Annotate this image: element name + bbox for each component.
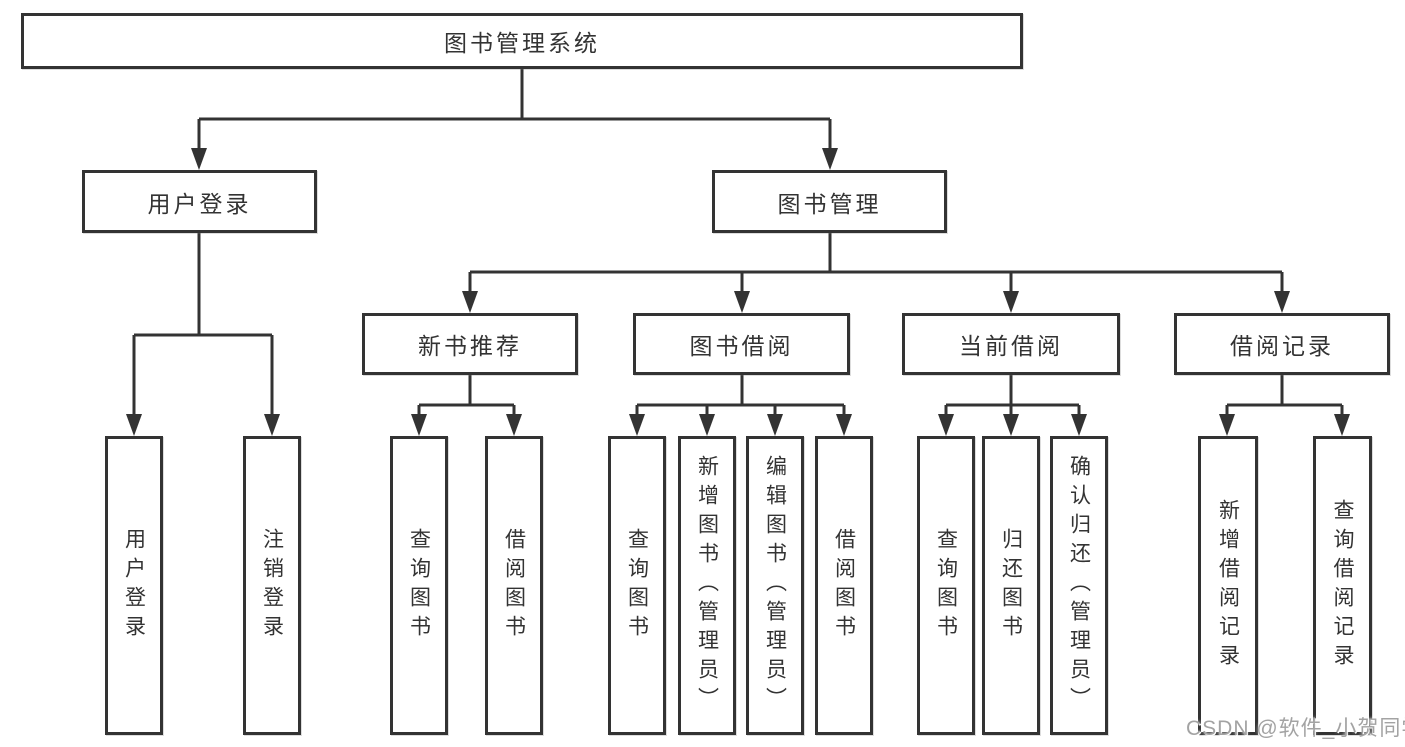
leaf-query-books-borrow-label: 查询图书: [625, 527, 649, 644]
edge-current-borrow-children: [944, 375, 1081, 420]
leaf-add-borrow-record-label: 新增借阅记录: [1216, 498, 1240, 673]
leaf-logout-label: 注销登录: [260, 527, 284, 644]
arrow-leaf-11: [1071, 414, 1087, 436]
leaf-query-books-current-label: 查询图书: [934, 527, 958, 644]
leaf-confirm-return-admin-label: 确认归还（管理员）: [1067, 455, 1091, 716]
leaf-confirm-return-admin: 确认归还（管理员）: [1050, 436, 1108, 735]
arrow-to-current-borrow: [1003, 291, 1019, 313]
node-user-login-label: 用户登录: [147, 190, 252, 217]
leaf-user-login-label: 用户登录: [122, 527, 146, 644]
leaf-borrow-books: 借阅图书: [815, 436, 873, 735]
leaf-borrow-books-label: 借阅图书: [832, 527, 856, 644]
node-library-system: 图书管理系统: [21, 13, 1023, 69]
node-borrow-records: 借阅记录: [1174, 313, 1390, 375]
arrow-leaf-6: [699, 414, 715, 436]
arrow-to-user-login: [191, 148, 207, 170]
leaf-logout: 注销登录: [243, 436, 301, 735]
edge-borrow-records-children: [1225, 375, 1344, 420]
edge-book-mgmt-children: [468, 233, 1284, 295]
node-new-book-recommend-label: 新书推荐: [418, 333, 522, 359]
leaf-add-borrow-record: 新增借阅记录: [1198, 436, 1258, 735]
arrow-leaf-1: [126, 414, 142, 436]
node-book-borrow: 图书借阅: [633, 313, 850, 375]
leaf-borrow-books-recommend: 借阅图书: [485, 436, 543, 735]
arrow-to-borrow-records: [1274, 291, 1290, 313]
leaf-user-login: 用户登录: [105, 436, 163, 735]
node-borrow-records-label: 借阅记录: [1230, 333, 1334, 359]
node-user-login: 用户登录: [82, 170, 317, 233]
node-current-borrow-label: 当前借阅: [959, 333, 1063, 359]
arrow-leaf-3: [411, 414, 427, 436]
arrow-leaf-13: [1334, 414, 1350, 436]
leaf-query-borrow-record: 查询借阅记录: [1313, 436, 1372, 735]
leaf-query-books-current: 查询图书: [917, 436, 975, 735]
arrow-to-new-books: [462, 291, 478, 313]
arrow-leaf-9: [938, 414, 954, 436]
arrow-leaf-2: [264, 414, 280, 436]
leaf-query-books-borrow: 查询图书: [608, 436, 666, 735]
node-new-book-recommend: 新书推荐: [362, 313, 578, 375]
arrow-leaf-4: [506, 414, 522, 436]
edge-book-borrow-children: [635, 375, 846, 420]
edge-root-to-level1: [197, 69, 832, 152]
leaf-query-books-recommend: 查询图书: [390, 436, 448, 735]
leaf-add-books-admin: 新增图书（管理员）: [678, 436, 736, 735]
node-current-borrow: 当前借阅: [902, 313, 1120, 375]
arrow-to-book-borrow: [734, 291, 750, 313]
edge-user-login-children: [132, 233, 274, 420]
csdn-watermark: CSDN @软件_小贺同学: [1186, 717, 1405, 740]
node-book-management: 图书管理: [712, 170, 947, 233]
node-book-management-label: 图书管理: [777, 190, 882, 217]
arrow-leaf-8: [836, 414, 852, 436]
arrow-to-book-mgmt: [822, 148, 838, 170]
edge-new-books-children: [417, 375, 516, 420]
leaf-edit-books-admin: 编辑图书（管理员）: [746, 436, 804, 735]
leaf-borrow-books-recommend-label: 借阅图书: [502, 527, 526, 644]
leaf-return-books: 归还图书: [982, 436, 1040, 735]
arrow-leaf-7: [767, 414, 783, 436]
arrow-leaf-5: [629, 414, 645, 436]
leaf-edit-books-admin-label: 编辑图书（管理员）: [763, 455, 787, 716]
arrow-leaf-12: [1219, 414, 1235, 436]
leaf-query-borrow-record-label: 查询借阅记录: [1331, 498, 1354, 673]
leaf-add-books-admin-label: 新增图书（管理员）: [695, 455, 719, 716]
leaf-query-books-recommend-label: 查询图书: [407, 527, 431, 644]
leaf-return-books-label: 归还图书: [999, 527, 1023, 644]
node-library-system-label: 图书管理系统: [444, 30, 600, 56]
arrow-leaf-10: [1003, 414, 1019, 436]
node-book-borrow-label: 图书借阅: [689, 333, 794, 359]
